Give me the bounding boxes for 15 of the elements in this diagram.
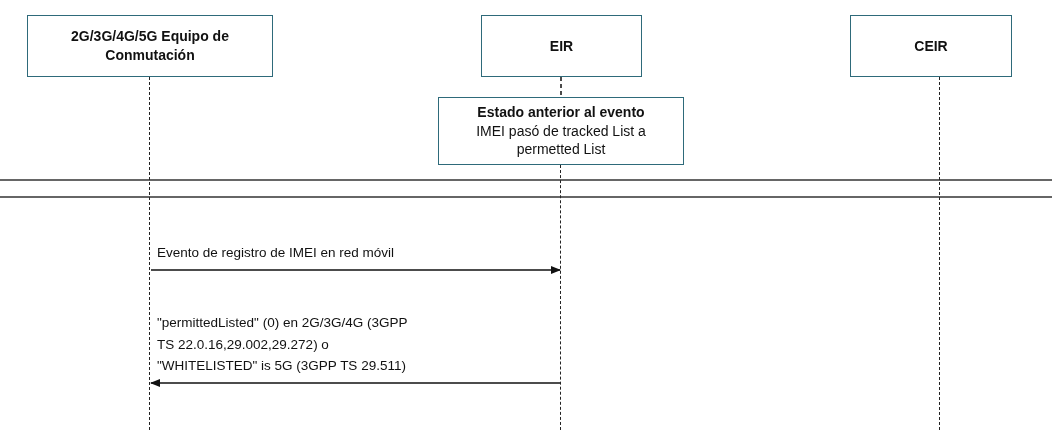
note-heading: Estado anterior al evento — [477, 102, 645, 122]
note-text: IMEI pasó de tracked List a permetted List — [475, 121, 647, 160]
participant-box — [850, 15, 1012, 77]
lifeline-segment — [560, 76, 562, 98]
lifeline — [560, 165, 562, 430]
participant-label: 2G/3G/4G/5G Equipo de Conmutación — [70, 27, 230, 65]
lifeline — [939, 77, 941, 430]
message-arrow — [149, 378, 561, 388]
message-arrow — [150, 265, 562, 275]
lifeline — [149, 77, 151, 430]
participant-box — [27, 15, 273, 77]
note-box — [438, 97, 684, 165]
participant-box — [481, 15, 642, 77]
participant-label: CEIR — [914, 36, 948, 56]
participant-label: EIR — [549, 36, 574, 56]
